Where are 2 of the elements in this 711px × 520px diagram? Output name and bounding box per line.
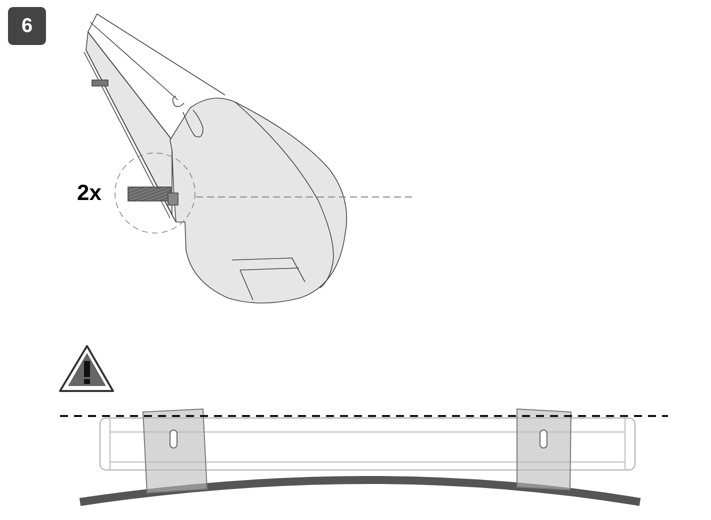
quantity-label: 2x bbox=[77, 180, 102, 206]
step-number-badge: 6 bbox=[8, 7, 46, 45]
